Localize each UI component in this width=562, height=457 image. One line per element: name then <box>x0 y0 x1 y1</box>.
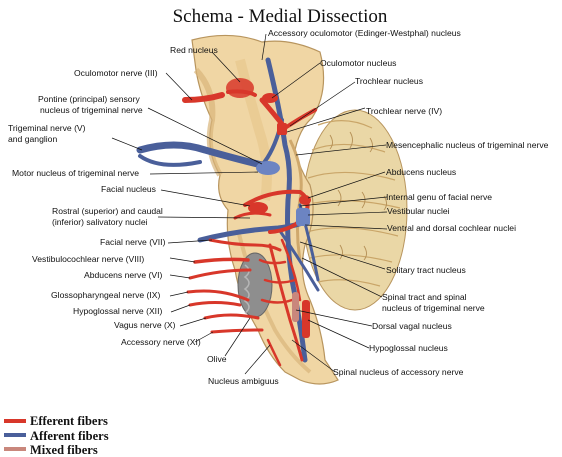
label-internal-genu: Internal genu of facial nerve <box>386 192 492 202</box>
legend-swatch-efferent <box>4 419 26 423</box>
brainstem-illustration <box>136 34 408 385</box>
label-red-nucleus: Red nucleus <box>170 45 218 55</box>
legend-swatch-mixed <box>4 447 26 451</box>
label-facial-nerve: Facial nerve (VII) <box>100 237 166 247</box>
label-vestibular-nuclei: Vestibular nuclei <box>387 206 450 216</box>
label-trochlear-nucleus: Trochlear nucleus <box>355 76 423 86</box>
label-accessory-nerve: Accessory nerve (XI) <box>121 337 201 347</box>
label-salivatory-line2: (inferior) salivatory nuclei <box>52 217 148 227</box>
legend-swatch-afferent <box>4 433 26 437</box>
label-vagus-nerve: Vagus nerve (X) <box>114 320 176 330</box>
nuclei <box>226 78 311 338</box>
label-olive: Olive <box>207 354 227 364</box>
label-motor-trigeminal: Motor nucleus of trigeminal nerve <box>12 168 139 178</box>
label-spinal-tract-line2: nucleus of trigeminal nerve <box>382 303 485 313</box>
legend-label-mixed: Mixed fibers <box>30 443 98 457</box>
label-solitary-tract: Solitary tract nucleus <box>386 265 466 275</box>
label-nucleus-ambiguus: Nucleus ambiguus <box>208 376 279 386</box>
oculomotor-nucleus-blob <box>262 93 278 103</box>
dorsal-vagal-blob <box>292 292 299 322</box>
hypoglossal-nucleus-blob <box>302 300 310 338</box>
label-trochlear-nerve: Trochlear nerve (IV) <box>366 106 442 116</box>
legend-item-efferent: Efferent fibers <box>4 414 108 428</box>
label-mesencephalic: Mesencephalic nucleus of trigeminal nerv… <box>386 140 549 150</box>
label-spinal-accessory: Spinal nucleus of accessory nerve <box>333 367 464 377</box>
label-trigeminal-nerve-line1: Trigeminal nerve (V) <box>8 123 86 133</box>
label-pontine-sensory-line1: Pontine (principal) sensory <box>38 94 140 104</box>
legend-label-afferent: Afferent fibers <box>30 429 109 443</box>
label-cochlear-nuclei: Ventral and dorsal cochlear nuclei <box>387 223 516 233</box>
label-hypoglossal-nerve: Hypoglossal nerve (XII) <box>73 306 162 316</box>
trochlear-nucleus-blob <box>277 123 287 135</box>
label-facial-nucleus: Facial nucleus <box>101 184 156 194</box>
vestibular-nuclei-blob <box>296 208 310 226</box>
label-abducens-nucleus: Abducens nucleus <box>386 167 456 177</box>
label-pontine-sensory-line2: nucleus of trigeminal nerve <box>40 105 143 115</box>
abducens-nucleus-blob <box>299 195 311 205</box>
label-oculomotor-nucleus: Oculomotor nucleus <box>320 58 396 68</box>
motor-trigeminal-blob <box>256 161 280 175</box>
legend: Efferent fibers Afferent fibers Mixed fi… <box>4 414 109 457</box>
label-oculomotor-nerve: Oculomotor nerve (III) <box>74 68 158 78</box>
label-salivatory-line1: Rostral (superior) and caudal <box>52 206 163 216</box>
label-accessory-oculomotor: Accessory oculomotor (Edinger-Westphal) … <box>268 28 461 38</box>
facial-nucleus-blob <box>248 202 268 214</box>
legend-item-mixed: Mixed fibers <box>4 443 98 457</box>
label-glossopharyngeal: Glossopharyngeal nerve (IX) <box>51 290 161 300</box>
efferent-fibers <box>182 89 317 367</box>
legend-item-afferent: Afferent fibers <box>4 429 109 443</box>
diagram-title: Schema - Medial Dissection <box>173 6 388 27</box>
structure-labels: Accessory oculomotor (Edinger-Westphal) … <box>8 28 549 386</box>
label-vestibulocochlear-nerve: Vestibulocochlear nerve (VIII) <box>32 254 144 264</box>
red-nucleus-blob <box>226 78 254 98</box>
label-dorsal-vagal: Dorsal vagal nucleus <box>372 321 452 331</box>
leader-lines <box>111 33 388 375</box>
label-trigeminal-nerve-line2: and ganglion <box>8 134 57 144</box>
label-abducens-nerve: Abducens nerve (VI) <box>84 270 162 280</box>
label-spinal-tract-line1: Spinal tract and spinal <box>382 292 467 302</box>
label-hypoglossal-nucleus: Hypoglossal nucleus <box>369 343 448 353</box>
legend-label-efferent: Efferent fibers <box>30 414 108 428</box>
